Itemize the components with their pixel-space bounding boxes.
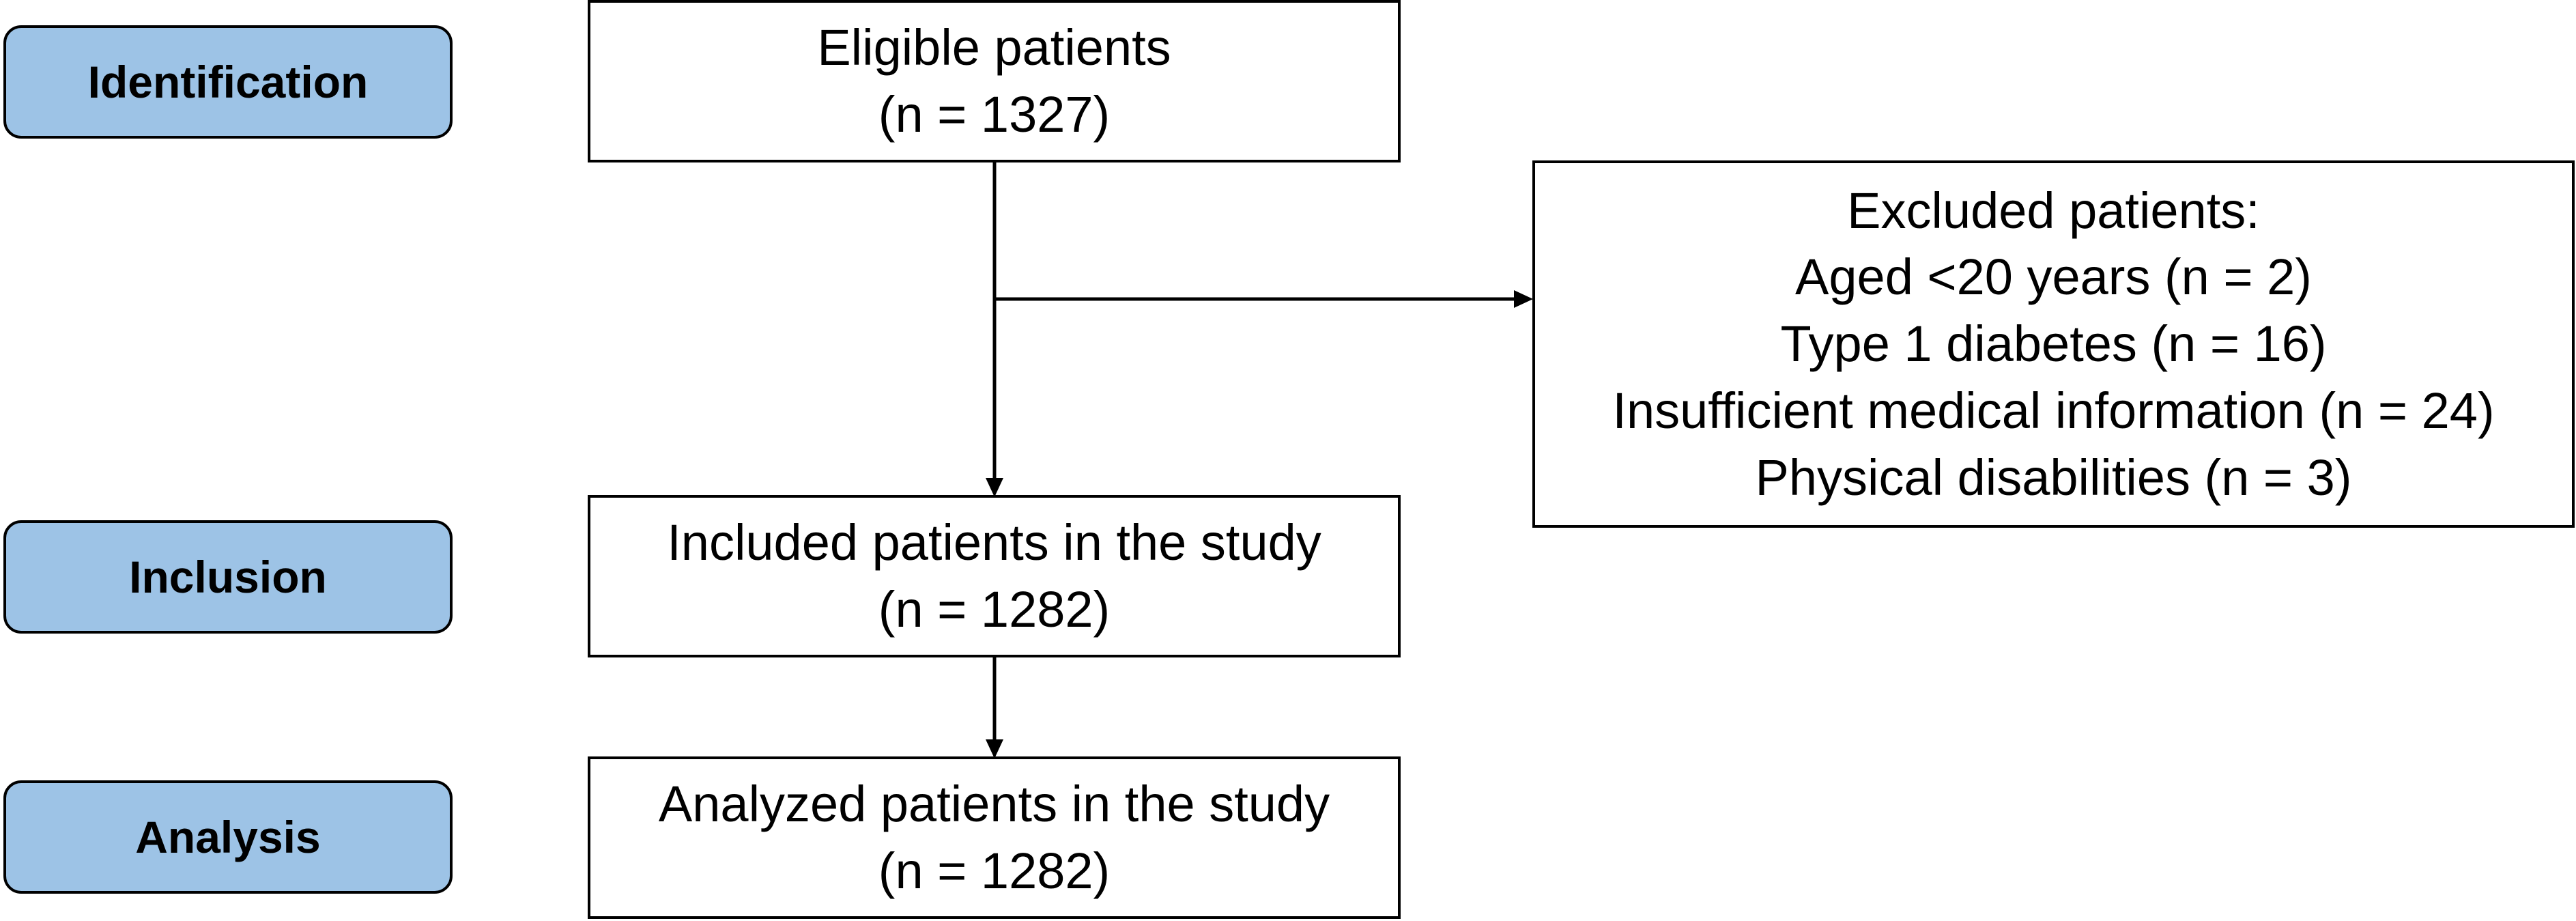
excluded-reason: Physical disabilities (n = 3)	[1755, 449, 2352, 506]
excluded-reason: Insufficient medical information (n = 24…	[1612, 382, 2495, 439]
analyzed-title: Analyzed patients in the study	[658, 776, 1330, 833]
stage-label-identification: Identification	[3, 25, 453, 139]
eligible-count: (n = 1327)	[878, 86, 1111, 143]
excluded-reason: Type 1 diabetes (n = 16)	[1780, 315, 2327, 373]
included-count: (n = 1282)	[878, 581, 1111, 638]
arrow-included-to-analyzed	[986, 657, 1003, 759]
analyzed-patients-box: Analyzed patients in the study (n = 1282…	[588, 756, 1401, 919]
excluded-title: Excluded patients:	[1847, 182, 2260, 239]
stage-label-text: Identification	[87, 57, 369, 107]
eligible-patients-box: Eligible patients (n = 1327)	[588, 0, 1401, 162]
included-patients-box: Included patients in the study (n = 1282…	[588, 495, 1401, 657]
stage-label-text: Analysis	[135, 812, 321, 862]
arrow-to-excluded	[994, 290, 1533, 308]
excluded-patients-box: Excluded patients: Aged <20 years (n = 2…	[1532, 160, 2575, 528]
excluded-reason: Aged <20 years (n = 2)	[1795, 249, 2312, 306]
included-title: Included patients in the study	[667, 514, 1321, 571]
eligible-title: Eligible patients	[817, 19, 1171, 76]
analyzed-count: (n = 1282)	[878, 842, 1111, 899]
stage-label-text: Inclusion	[129, 552, 327, 602]
stage-label-inclusion: Inclusion	[3, 520, 453, 634]
arrow-eligible-to-included	[986, 162, 1003, 497]
stage-label-analysis: Analysis	[3, 780, 453, 894]
